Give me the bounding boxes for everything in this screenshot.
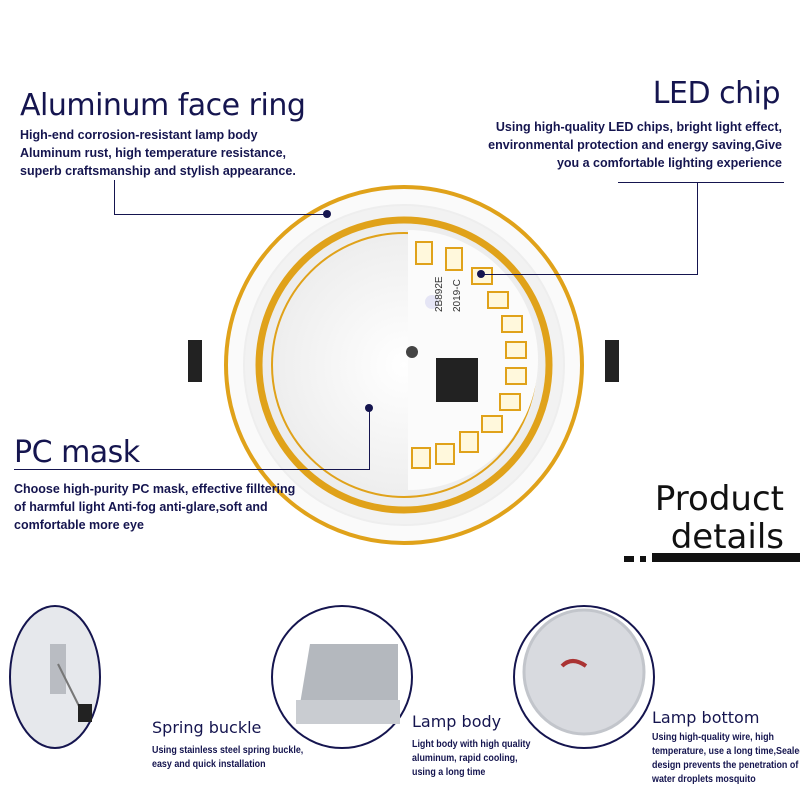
board-date: 2019-C bbox=[452, 279, 463, 312]
heading-line: Product bbox=[654, 479, 784, 519]
desc-line: Light body with high quality bbox=[412, 738, 531, 750]
lamp-body-title: Lamp body bbox=[412, 712, 502, 731]
callout-dot bbox=[323, 210, 331, 218]
lamp-bottom-title: Lamp bottom bbox=[652, 708, 760, 727]
desc-line: High-end corrosion-resistant lamp body bbox=[20, 128, 258, 142]
spring-buckle-image bbox=[9, 605, 101, 749]
desc-line: superb craftsmanship and stylish appeara… bbox=[20, 164, 296, 178]
divider-bar bbox=[640, 556, 646, 562]
callout-dot bbox=[477, 270, 485, 278]
lamp-body-desc: Light body with high quality aluminum, r… bbox=[412, 737, 530, 779]
desc-line: easy and quick installation bbox=[152, 758, 266, 770]
desc-line: using a long time bbox=[412, 766, 486, 778]
callout-line bbox=[114, 214, 328, 215]
heading-line: details bbox=[670, 517, 784, 557]
desc-line: environmental protection and energy savi… bbox=[488, 138, 782, 152]
spring-buckle-title: Spring buckle bbox=[152, 718, 262, 737]
lamp-body-image bbox=[271, 605, 413, 749]
desc-line: design prevents the penetration of bbox=[652, 759, 799, 771]
led-chip-desc: Using high-quality LED chips, bright lig… bbox=[488, 118, 782, 172]
lamp-bottom-desc: Using high-quality wire, high temperatur… bbox=[652, 730, 800, 786]
callout-dot bbox=[365, 404, 373, 412]
spring-buckle-desc: Using stainless steel spring buckle, eas… bbox=[152, 743, 303, 771]
callout-line bbox=[114, 180, 115, 214]
desc-line: aluminum, rapid cooling, bbox=[412, 752, 518, 764]
board-code: 2B892E bbox=[434, 276, 445, 312]
desc-line: comfortable more eye bbox=[14, 518, 144, 532]
callout-line bbox=[482, 274, 698, 275]
desc-line: Using high-quality LED chips, bright lig… bbox=[495, 120, 782, 134]
desc-line: Using stainless steel spring buckle, bbox=[152, 744, 304, 756]
divider-bar bbox=[624, 556, 634, 562]
callout-line bbox=[369, 408, 370, 470]
desc-line: water droplets mosquito bbox=[652, 773, 756, 785]
callout-line bbox=[697, 182, 698, 274]
product-details-heading: Product details bbox=[655, 480, 784, 556]
face-ring-title: Aluminum face ring bbox=[20, 88, 306, 123]
desc-line: temperature, use a long time,Sealed bbox=[652, 745, 800, 757]
divider-bar bbox=[652, 553, 800, 562]
face-ring-desc: High-end corrosion-resistant lamp body A… bbox=[20, 126, 296, 180]
led-chip-title: LED chip bbox=[652, 76, 781, 111]
desc-line: Using high-quality wire, high bbox=[652, 731, 774, 743]
downlight-image: 2B892E 2019-C bbox=[188, 185, 619, 545]
desc-line: of harmful light Anti-fog anti-glare,sof… bbox=[14, 500, 268, 514]
desc-line: you a comfortable lighting experience bbox=[556, 156, 782, 170]
callout-line bbox=[618, 182, 784, 183]
lamp-bottom-image bbox=[513, 605, 655, 749]
desc-line: Aluminum rust, high temperature resistan… bbox=[20, 146, 287, 160]
pc-mask-title: PC mask bbox=[14, 435, 140, 470]
pc-mask-desc: Choose high-purity PC mask, effective fi… bbox=[14, 480, 295, 534]
callout-line bbox=[14, 469, 370, 470]
desc-line: Choose high-purity PC mask, effective fi… bbox=[14, 482, 296, 496]
